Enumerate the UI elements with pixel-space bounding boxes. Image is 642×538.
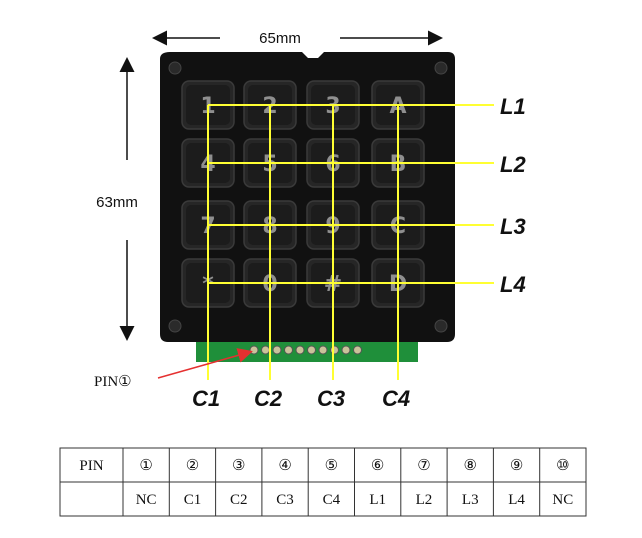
table-header-cell: ⑤ [325,458,338,474]
pin-6 [308,346,316,354]
table-value-cell: L2 [416,492,433,508]
row-label-L3: L3 [500,214,526,239]
pin-3 [273,346,281,354]
col-label-C1: C1 [192,386,220,411]
table-value-cell: L1 [369,492,386,508]
table-header-cell: ② [186,458,199,474]
table-header-cell: ⑥ [371,458,384,474]
col-label-C4: C4 [382,386,410,411]
table-header-cell: ③ [232,458,245,474]
table-value-cell: C4 [323,492,341,508]
pin-10 [354,346,362,354]
table-value-cell: C2 [230,492,248,508]
pin-9 [342,346,350,354]
pin-5 [296,346,304,354]
pin-7 [319,346,327,354]
row-label-L1: L1 [500,94,526,119]
pin-1 [250,346,258,354]
table-value-cell: NC [552,492,573,508]
width-dimension: 65mm [155,30,440,47]
col-label-C3: C3 [317,386,345,411]
table-header-cell: ⑦ [417,458,430,474]
table-value-cell: L4 [508,492,525,508]
row-label-L2: L2 [500,152,526,177]
height-label: 63mm [96,194,138,211]
pin-table: PIN ① ② ③ ④ ⑤ ⑥ ⑦ ⑧ ⑨ ⑩ NC C1 C2 C3 C4 L1 L2 L3 L4 NC [60,448,586,516]
table-header-cell: ① [139,458,152,474]
pin-8 [331,346,339,354]
table-header-cell: ⑨ [510,458,523,474]
table-value-cell: C3 [276,492,294,508]
width-label: 65mm [259,30,301,47]
table-value-cell: C1 [184,492,202,508]
col-label-C2: C2 [254,386,283,411]
table-header-cell: ⑩ [556,458,569,474]
pin-2 [262,346,270,354]
table-header-pin: PIN [79,458,103,474]
table-value-cell: NC [136,492,157,508]
table-value-cell: L3 [462,492,479,508]
height-dimension: 63mm [96,60,138,338]
pin-4 [285,346,293,354]
table-header-cell: ④ [278,458,291,474]
table-header-cell: ⑧ [464,458,477,474]
pin-callout-label: PIN① [94,374,132,390]
row-label-L4: L4 [500,272,526,297]
